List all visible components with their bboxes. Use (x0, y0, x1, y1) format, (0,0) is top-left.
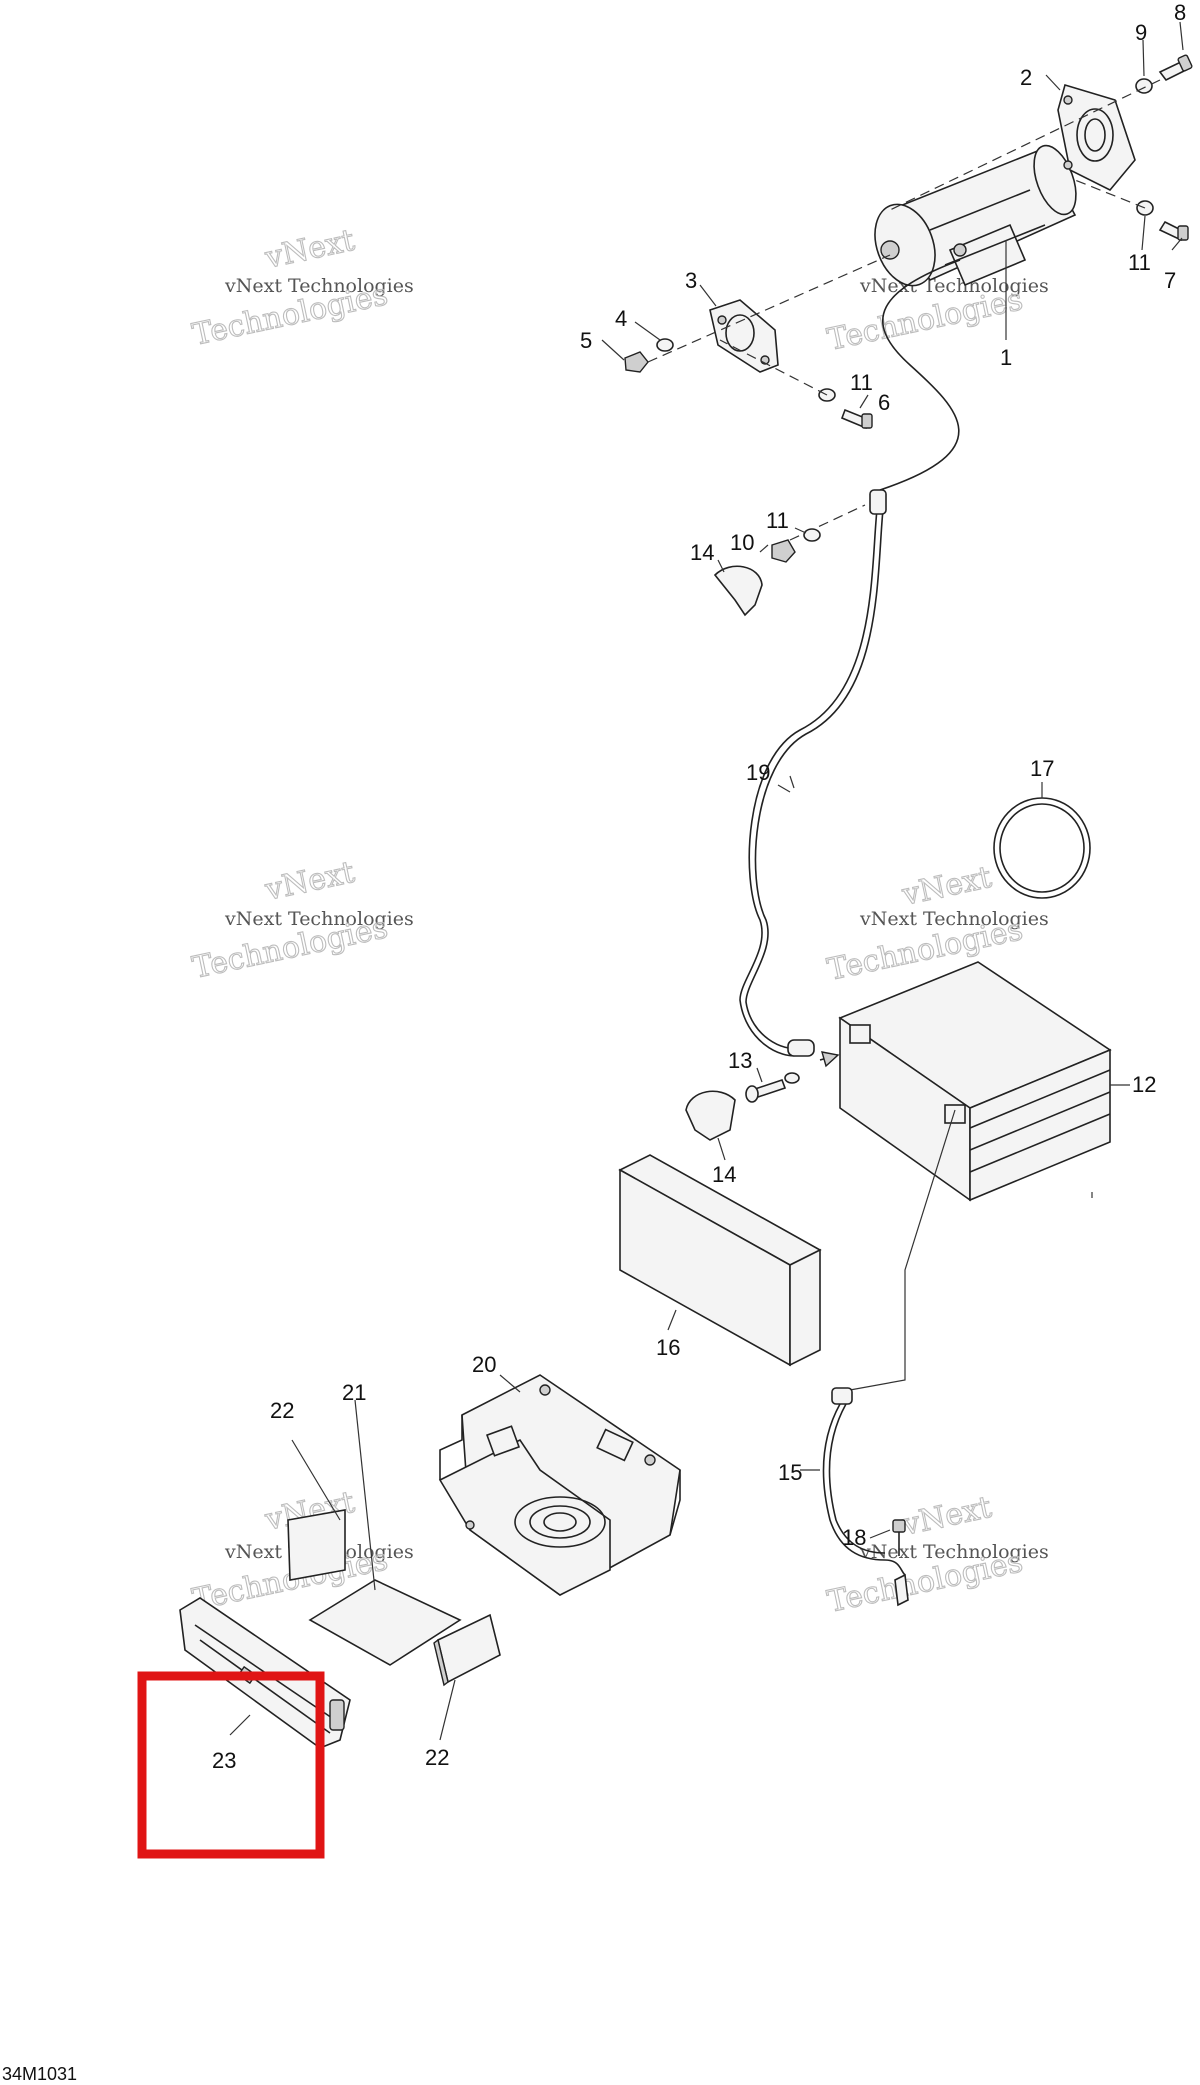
assembly-line-top (889, 79, 1161, 211)
svg-text:vNext: vNext (261, 223, 357, 276)
callout-14-top: 14 (690, 540, 714, 565)
o-ring-17 (993, 797, 1091, 899)
callout-19: 19 (746, 760, 770, 785)
callout-12: 12 (1132, 1072, 1156, 1097)
nut-5 (624, 351, 649, 373)
screw-13 (745, 1072, 800, 1103)
terminal-cover-14-top (713, 565, 763, 617)
bolt-18 (892, 1519, 906, 1556)
bolt-6 (840, 408, 873, 430)
svg-text:vNext Technologies: vNext Technologies (859, 908, 1049, 930)
svg-text:vNext Technologies: vNext Technologies (859, 1541, 1049, 1563)
bracket-3 (709, 299, 779, 373)
callout-16: 16 (656, 1335, 680, 1360)
foam-sheet-21 (308, 1579, 462, 1666)
callout-7: 7 (1164, 268, 1176, 293)
callout-3: 3 (685, 268, 697, 293)
callout-20: 20 (472, 1352, 496, 1377)
callout-13: 13 (728, 1048, 752, 1073)
callout-14-bottom: 14 (712, 1162, 736, 1187)
callout-21: 21 (342, 1380, 366, 1405)
callout-22-lower: 22 (425, 1745, 449, 1770)
leader-lines (229, 21, 1184, 1741)
callout-labels: 1 2 3 4 5 6 7 8 9 10 11 11 11 12 13 14 1… (212, 0, 1186, 1773)
starter-wire (879, 259, 961, 491)
callout-23: 23 (212, 1748, 236, 1773)
callout-18: 18 (842, 1525, 866, 1550)
watermark-mid-left: vNext vNext Technologies Technologies (189, 854, 414, 986)
nut-10 (771, 539, 796, 563)
terminal-end-18 (894, 1573, 909, 1607)
assembly-line-bolt6 (719, 339, 828, 396)
callout-5: 5 (580, 328, 592, 353)
callout-11-low: 11 (766, 508, 789, 533)
ground-cable-15 (822, 1387, 906, 1576)
assembly-line-left (647, 254, 891, 363)
watermark-mid-right: vNext vNext Technologies Technologies (824, 859, 1049, 988)
battery-12 (838, 961, 1112, 1202)
pad-22-lower (433, 1613, 501, 1687)
pad-22-upper (287, 1509, 346, 1581)
battery-cable-19 (739, 489, 887, 1057)
callout-11-mid: 11 (850, 370, 873, 395)
watermark-top-left: vNext vNext Technologies Technologies (189, 222, 414, 353)
bolt-8 (1158, 54, 1193, 82)
svg-text:vNext: vNext (898, 860, 994, 913)
assembly-line-terminal (789, 504, 866, 541)
callout-1: 1 (1000, 345, 1012, 370)
callout-15: 15 (778, 1460, 802, 1485)
svg-text:vNext Technologies: vNext Technologies (224, 908, 414, 930)
callout-4: 4 (615, 306, 627, 331)
callout-22-upper: 22 (270, 1398, 294, 1423)
callout-9: 9 (1135, 20, 1147, 45)
washer-11-low (803, 528, 821, 542)
bracket-2 (1057, 83, 1136, 191)
starter-motor (874, 144, 1077, 287)
assembly-line-right (1074, 179, 1146, 209)
callout-6: 6 (878, 390, 890, 415)
callout-17: 17 (1030, 756, 1054, 781)
terminal-cover-14-bottom (685, 1090, 736, 1141)
negative-cable-path (849, 1109, 956, 1391)
washer-4 (656, 338, 674, 352)
bolt-7 (1158, 220, 1189, 242)
svg-text:vNext: vNext (261, 855, 357, 908)
callout-2: 2 (1020, 65, 1032, 90)
battery-tray-20 (438, 1374, 681, 1596)
callout-11-right: 11 (1128, 250, 1151, 275)
highlight-box-23[interactable] (137, 1671, 325, 1859)
drawing-code: 34M1031 (2, 2064, 77, 2084)
callout-8: 8 (1174, 0, 1186, 25)
callout-10: 10 (730, 530, 754, 555)
svg-text:vNext Technologies: vNext Technologies (224, 275, 414, 297)
battery-arrow-head (821, 1051, 840, 1068)
svg-text:vNext: vNext (898, 1490, 994, 1543)
pad-16 (618, 1154, 822, 1367)
